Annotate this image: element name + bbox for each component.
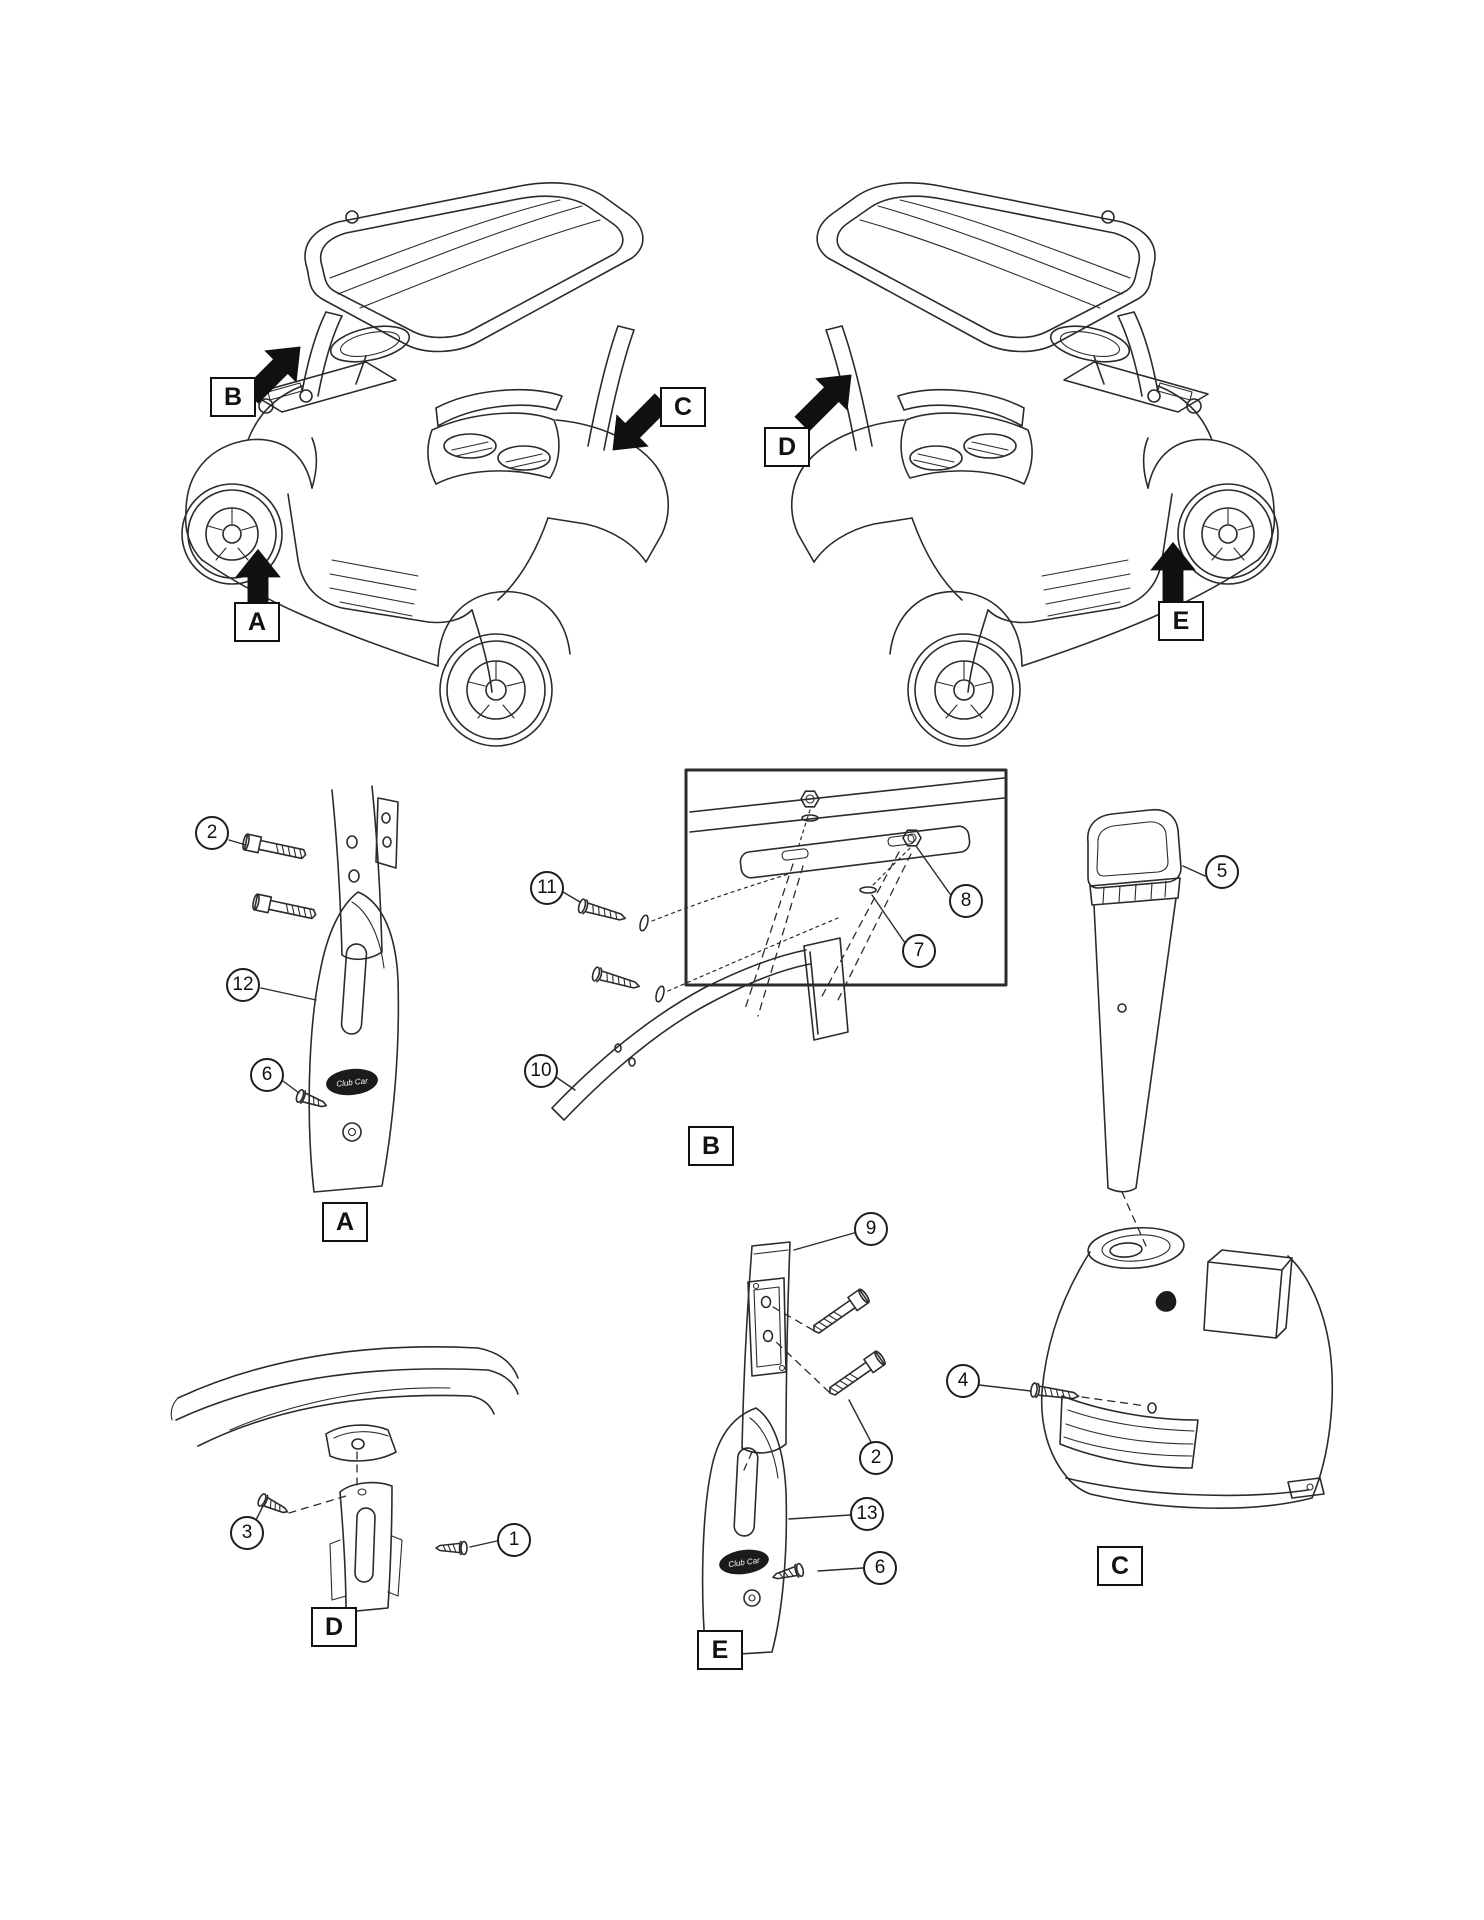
view-label-c: C: [660, 387, 706, 427]
callout-6-e: 6: [863, 1551, 897, 1585]
view-label-b: B: [210, 377, 256, 417]
detail-e-drawing: Club Car: [701, 1241, 888, 1657]
callout-leader-lines: [228, 839, 1206, 1572]
view-label-d: D: [764, 427, 810, 467]
callout-6: 6: [250, 1058, 284, 1092]
callout-3: 3: [230, 1516, 264, 1550]
callout-11: 11: [530, 871, 564, 905]
section-label-d: D: [311, 1607, 357, 1647]
callout-1: 1: [497, 1523, 531, 1557]
club-car-logo: Club Car: [728, 1556, 761, 1569]
section-label-c: C: [1097, 1546, 1143, 1586]
detail-b-drawing: [551, 768, 1008, 1121]
detail-c-drawing: [1029, 808, 1334, 1509]
callout-5: 5: [1205, 855, 1239, 889]
right-cart-drawing: [790, 182, 1279, 747]
callout-7: 7: [902, 934, 936, 968]
view-label-e: E: [1158, 601, 1204, 641]
section-label-e: E: [697, 1630, 743, 1670]
callout-8: 8: [949, 884, 983, 918]
callout-4: 4: [946, 1364, 980, 1398]
callout-12: 12: [226, 968, 260, 1002]
callout-2: 2: [195, 816, 229, 850]
callout-10: 10: [524, 1054, 558, 1088]
callout-2-e: 2: [859, 1441, 893, 1475]
view-label-a: A: [234, 602, 280, 642]
section-label-b: B: [688, 1126, 734, 1166]
detail-d-drawing: [170, 1346, 519, 1613]
section-label-a: A: [322, 1202, 368, 1242]
club-car-logo: Club Car: [336, 1076, 369, 1088]
callout-9: 9: [854, 1212, 888, 1246]
detail-a-drawing: Club Car: [240, 785, 400, 1193]
callout-13: 13: [850, 1497, 884, 1531]
left-cart-drawing: [181, 182, 670, 747]
